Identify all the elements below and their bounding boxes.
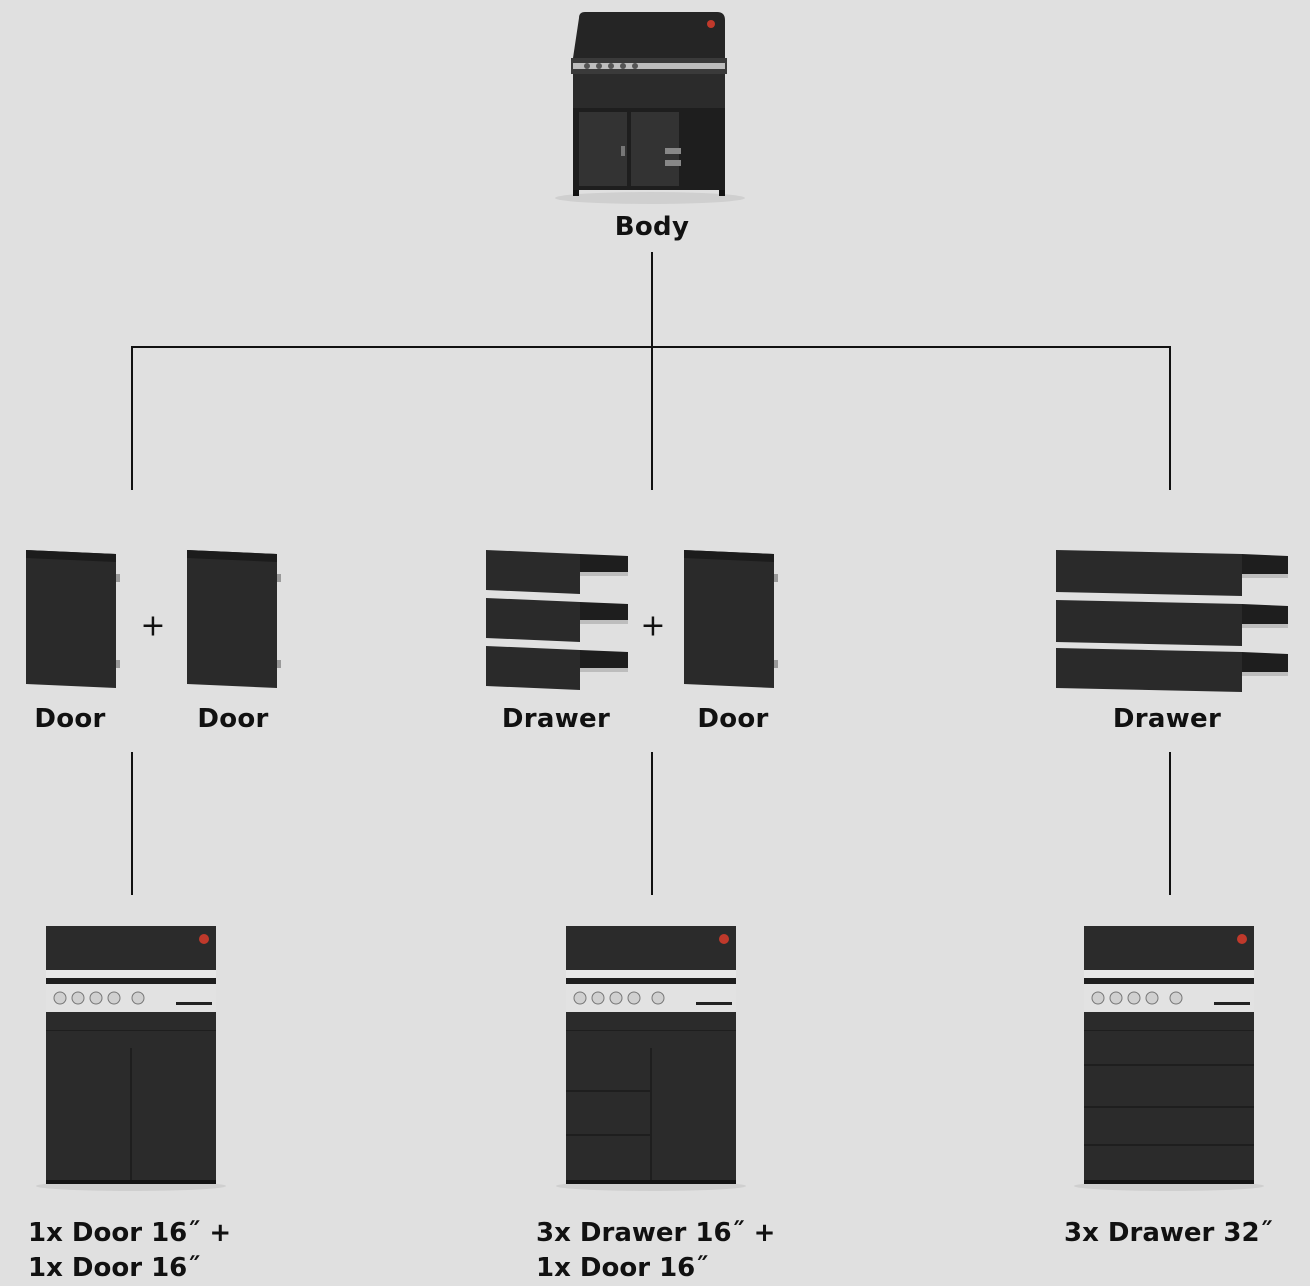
result-label: 3x Drawer 16˝ + 1x Door 16˝ xyxy=(536,1216,775,1286)
drawer-stack-icon xyxy=(486,550,628,690)
connector-line xyxy=(131,346,1171,348)
grill-cabinet-icon xyxy=(36,926,226,1191)
door-icon xyxy=(26,550,120,688)
door-icon xyxy=(187,550,281,688)
result-line: 3x Drawer 32˝ xyxy=(1064,1218,1273,1248)
connector-line xyxy=(1169,752,1171,895)
plus-sign: + xyxy=(640,608,666,644)
connector-line xyxy=(1169,346,1171,490)
part-label: Door xyxy=(197,704,269,734)
result-line: 1x Door 16˝ + xyxy=(28,1218,232,1248)
connector-line xyxy=(651,252,653,490)
part-label: Drawer xyxy=(501,704,611,734)
door-icon xyxy=(684,550,778,688)
connector-line xyxy=(651,752,653,895)
grill-cabinet-icon xyxy=(1074,926,1264,1191)
grill-body-icon xyxy=(555,12,745,204)
part-label: Door xyxy=(697,704,769,734)
connector-line xyxy=(131,752,133,895)
part-label: Drawer xyxy=(1112,704,1222,734)
connector-line xyxy=(131,346,133,490)
result-label: 3x Drawer 32˝ xyxy=(1064,1216,1273,1251)
result-line: 3x Drawer 16˝ + xyxy=(536,1218,776,1248)
wide-drawer-stack-icon xyxy=(1056,550,1288,692)
result-line: 1x Door 16˝ xyxy=(28,1253,201,1283)
part-label: Door xyxy=(34,704,106,734)
root-label: Body xyxy=(614,212,690,242)
result-line: 1x Door 16˝ xyxy=(536,1253,709,1283)
plus-sign: + xyxy=(140,608,166,644)
result-label: 1x Door 16˝ + 1x Door 16˝ xyxy=(28,1216,231,1286)
grill-cabinet-icon xyxy=(556,926,746,1191)
